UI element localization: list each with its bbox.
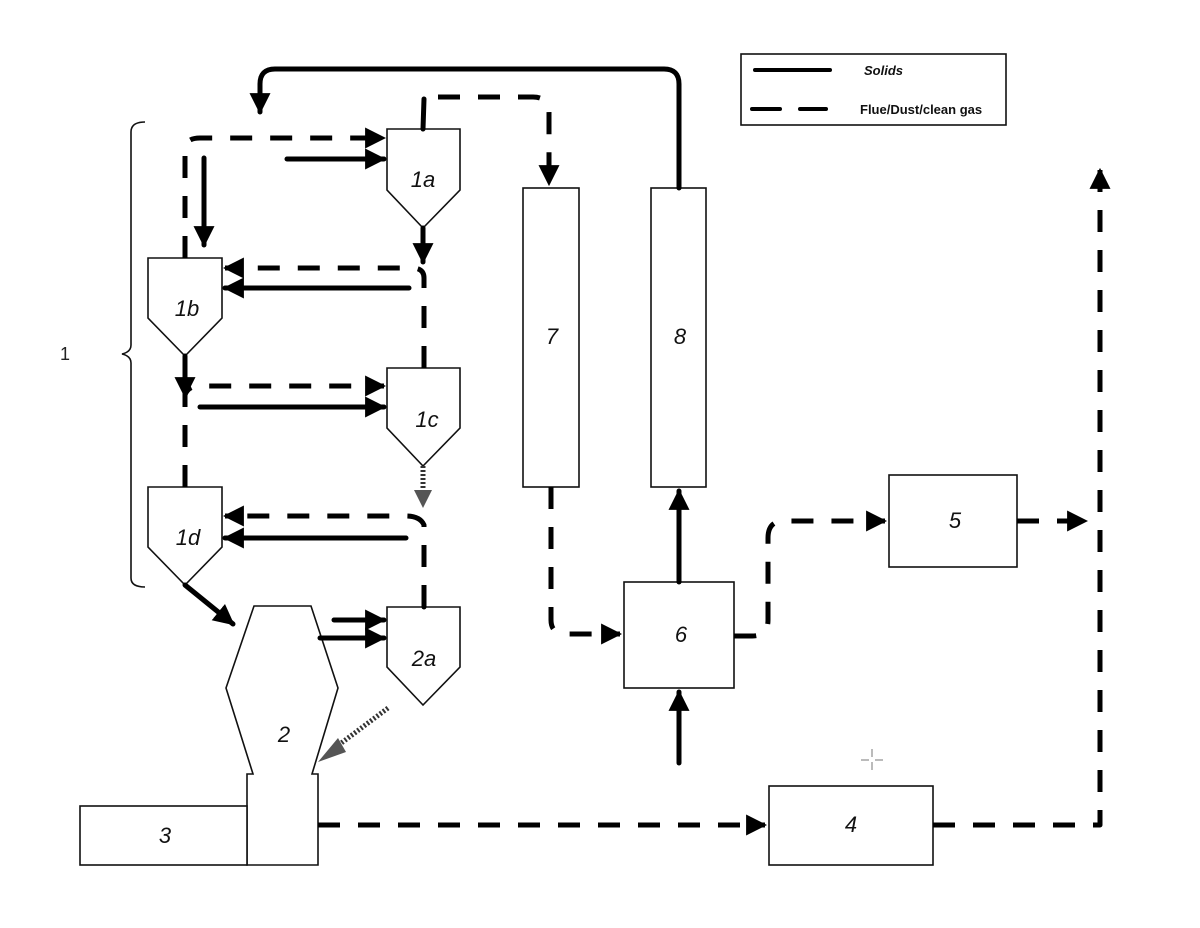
cyclone-1d-shape: [147, 486, 223, 587]
gas-7-to-6: [548, 487, 623, 645]
gas-4-to-stack: [933, 167, 1111, 828]
group-1-label: 1: [60, 344, 70, 364]
legend-box: [740, 53, 1007, 126]
solids-1d-to-calciner: [182, 582, 236, 627]
legend-solids-label: Solids: [864, 63, 903, 78]
solids-flows: [174, 66, 690, 766]
cyclone-1c-shape: [386, 367, 461, 468]
cyclone-2a-label: 2a: [411, 646, 436, 671]
cyclone-1a-label: 1a: [411, 167, 435, 192]
cyclone-1a: 1a: [386, 128, 461, 230]
solids-recycle-8-to-preheater: [249, 66, 682, 191]
gas-1b-to-1a: [182, 127, 387, 258]
unit-8-column: 8: [650, 187, 707, 488]
hatched-flows: [318, 466, 432, 762]
unit-2-calciner: 2: [225, 605, 339, 866]
unit-3: 3: [79, 805, 248, 866]
cyclone-2a-shape: [386, 606, 461, 707]
unit-8-label: 8: [674, 324, 687, 349]
hatched-1c-arrowhead: [414, 490, 432, 508]
unit-2-shape: [225, 605, 339, 866]
gas-2a-to-1d: [222, 505, 427, 607]
stub-1a-top: [420, 96, 427, 132]
unit-6-label: 6: [675, 622, 688, 647]
unit-2-label: 2: [277, 722, 290, 747]
legend-gas-label: Flue/Dust/clean gas: [860, 102, 982, 117]
gas-6-to-5: [734, 510, 888, 639]
crosshair-marker: [861, 749, 883, 770]
unit-4-label: 4: [845, 812, 857, 837]
curly-brace: [121, 121, 146, 588]
hatched-2a-arrowhead: [318, 738, 346, 762]
unit-6: 6: [623, 581, 735, 689]
unit-7-column: 7: [522, 187, 580, 488]
unit-7-box: [522, 187, 580, 488]
gas-1d-to-1c: [182, 375, 387, 487]
cyclone-1c-label: 1c: [415, 407, 438, 432]
unit-7-label: 7: [546, 324, 559, 349]
unit-3-label: 3: [159, 823, 172, 848]
gas-1c-to-1b: [222, 257, 427, 368]
cyclone-1b-shape: [147, 257, 223, 358]
unit-4: 4: [768, 785, 934, 866]
gas-flows: [182, 94, 1111, 836]
unit-6-box: [623, 581, 735, 689]
cyclone-1d: 1d: [147, 486, 223, 587]
unit-5: 5: [888, 474, 1018, 568]
group-1-brace: 1: [60, 121, 146, 588]
cyclone-1a-shape: [386, 128, 461, 230]
cyclone-1c: 1c: [386, 367, 461, 468]
legend: Solids Flue/Dust/clean gas: [740, 53, 1007, 126]
cyclone-1b: 1b: [147, 257, 223, 358]
cyclone-1b-label: 1b: [175, 296, 199, 321]
cyclone-1d-label: 1d: [176, 525, 201, 550]
unit-5-box: [888, 474, 1018, 568]
unit-3-box: [79, 805, 248, 866]
cyclone-2a: 2a: [386, 606, 461, 707]
unit-5-label: 5: [949, 508, 962, 533]
unit-4-box: [768, 785, 934, 866]
gas-1a-to-7: [438, 94, 560, 187]
